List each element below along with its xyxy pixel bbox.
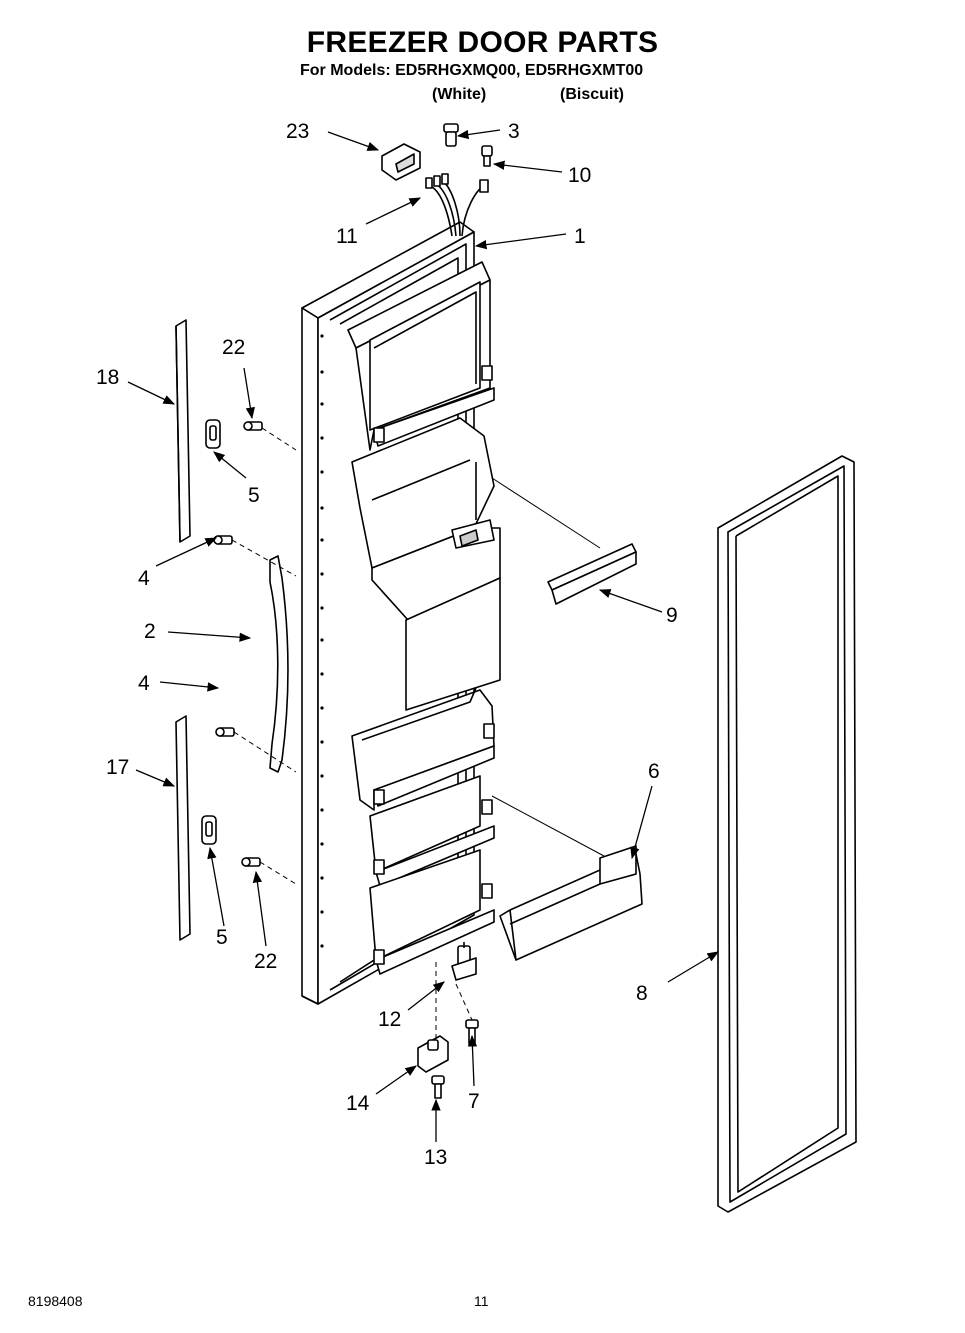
door-bin — [499, 845, 643, 961]
callout-5-lower: 5 — [216, 926, 228, 949]
hinge-pin — [451, 942, 477, 981]
wire-connector — [381, 143, 421, 181]
callout-arrows — [127, 129, 720, 1142]
door-trim-lower — [175, 715, 191, 941]
screw-4-upper — [213, 535, 233, 545]
trim-clip-lower — [201, 815, 217, 845]
color-label-biscuit: (Biscuit) — [560, 86, 624, 103]
callout-8: 8 — [636, 982, 648, 1005]
callout-23: 23 — [286, 120, 309, 143]
screw-13 — [431, 1075, 445, 1099]
callout-14: 14 — [346, 1092, 370, 1115]
door-screw-holes — [320, 334, 324, 948]
screw-10 — [481, 145, 493, 167]
hinge-bracket — [417, 1035, 449, 1073]
door-gasket — [717, 455, 857, 1213]
screw-4-lower — [215, 727, 235, 737]
plug-fastener — [443, 123, 459, 147]
callout-22-lower: 22 — [254, 950, 277, 973]
alignment-lines — [231, 427, 473, 1040]
models-line: For Models: ED5RHGXMQ00, ED5RHGXMT00 — [300, 62, 644, 79]
dispenser-housing — [351, 417, 501, 711]
callout-17: 17 — [106, 756, 129, 779]
page-number: 11 — [474, 1293, 489, 1309]
callout-6: 6 — [648, 760, 660, 783]
callout-5-upper: 5 — [248, 484, 260, 507]
callout-1: 1 — [574, 225, 586, 248]
callout-10: 10 — [568, 164, 591, 187]
leader-lines — [491, 477, 605, 857]
callout-7: 7 — [468, 1090, 480, 1113]
page-title: FREEZER DOOR PARTS — [306, 26, 659, 59]
color-label-white: (White) — [432, 86, 487, 103]
callout-13: 13 — [424, 1146, 447, 1169]
screw-22-lower — [241, 857, 261, 867]
callout-11: 11 — [336, 225, 358, 248]
callout-4-upper: 4 — [138, 567, 150, 590]
door-handle — [269, 555, 289, 773]
callout-9: 9 — [666, 604, 678, 627]
wiring-harness — [425, 173, 489, 237]
callout-22-upper: 22 — [222, 336, 245, 359]
document-number: 8198408 — [28, 1293, 83, 1309]
screw-22-upper — [243, 421, 263, 431]
upper-bin — [347, 261, 495, 451]
callout-18: 18 — [96, 366, 119, 389]
callout-4-lower: 4 — [138, 672, 150, 695]
callout-2: 2 — [144, 620, 156, 643]
door-trim-upper — [175, 319, 191, 543]
callout-12: 12 — [378, 1008, 401, 1031]
trim-clip-upper — [205, 419, 221, 449]
callout-3: 3 — [508, 120, 520, 143]
dispenser-rail — [547, 543, 637, 605]
lower-bins — [351, 687, 495, 975]
